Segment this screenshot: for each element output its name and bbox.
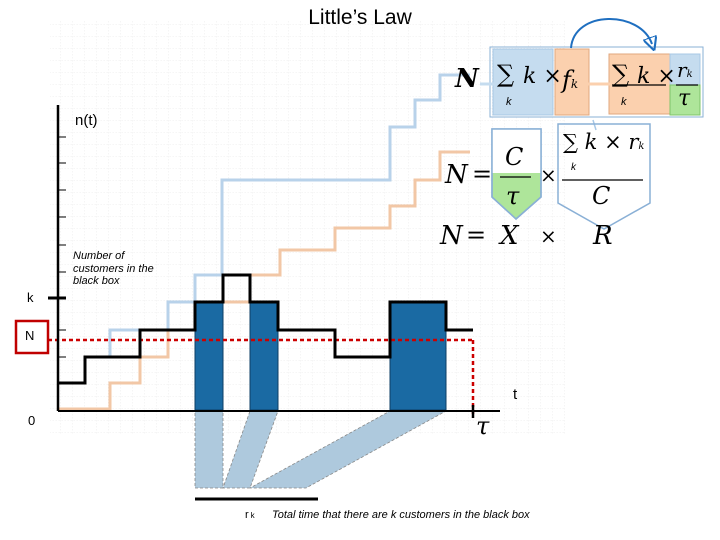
connector-line xyxy=(592,119,597,131)
n-level-label: N xyxy=(25,328,35,343)
eq1-tau: τ xyxy=(678,86,691,111)
k-interval-area xyxy=(389,301,447,411)
x-axis-label: t xyxy=(513,386,518,403)
eq3-times: × xyxy=(540,224,557,248)
eq1-term: k × xyxy=(523,64,562,89)
rk-box xyxy=(669,53,701,86)
eq2-times: × xyxy=(540,163,557,187)
eq2-big-num: ∑ k × rk xyxy=(563,130,645,154)
f-k-box xyxy=(554,48,590,116)
eq2-equals: = xyxy=(472,160,493,188)
black-box-annotation: Number of customers in the black box xyxy=(73,250,154,287)
eq1-outline xyxy=(489,46,704,118)
eq1-rk: rk xyxy=(677,58,693,82)
n-label-box xyxy=(14,319,50,355)
eq1-term-2: k × xyxy=(637,64,676,89)
rk-projection xyxy=(194,410,224,489)
sum-over-c-shape xyxy=(557,123,651,230)
eq1-sum-index: k xyxy=(506,96,512,108)
k-level-label: k xyxy=(27,290,34,305)
eq2-big-index: k xyxy=(571,162,576,173)
background-grid xyxy=(50,20,565,435)
eq3-n: N xyxy=(440,221,463,251)
transfer-arrow xyxy=(570,18,652,48)
eq3-equals: = xyxy=(466,221,487,249)
rhs-box xyxy=(608,53,671,115)
eq1-sum-index-2: k xyxy=(621,96,627,108)
tau-box xyxy=(669,84,701,116)
eq1-sum: ∑ xyxy=(497,60,515,88)
eq1-lhs: N xyxy=(455,64,479,94)
eq1-f: fk xyxy=(562,66,579,94)
k-interval-area xyxy=(249,301,279,411)
eq2-lhs: N xyxy=(445,160,468,190)
eq3-r: R xyxy=(593,221,613,251)
eq2-big-den: C xyxy=(592,182,611,210)
c-over-tau-outline xyxy=(491,128,542,221)
eq2-tau: τ xyxy=(506,182,520,210)
y-axis-label: n(t) xyxy=(75,112,98,129)
eq1-sum-2: ∑ xyxy=(612,60,630,88)
k-interval-area xyxy=(194,301,224,411)
origin-label: 0 xyxy=(28,413,36,428)
rk-projection xyxy=(222,410,279,489)
n-t-step-line xyxy=(58,273,473,385)
eq2-c: C xyxy=(505,143,524,171)
orange-cumulative-line xyxy=(58,150,470,411)
eq3-x: X xyxy=(500,221,519,251)
sum-box xyxy=(492,48,554,116)
c-shape-top xyxy=(492,129,541,173)
y-axis-ticks xyxy=(48,136,66,384)
tau-axis-label: τ xyxy=(476,412,490,440)
rk-description: Total time that there are k customers in… xyxy=(272,509,530,521)
